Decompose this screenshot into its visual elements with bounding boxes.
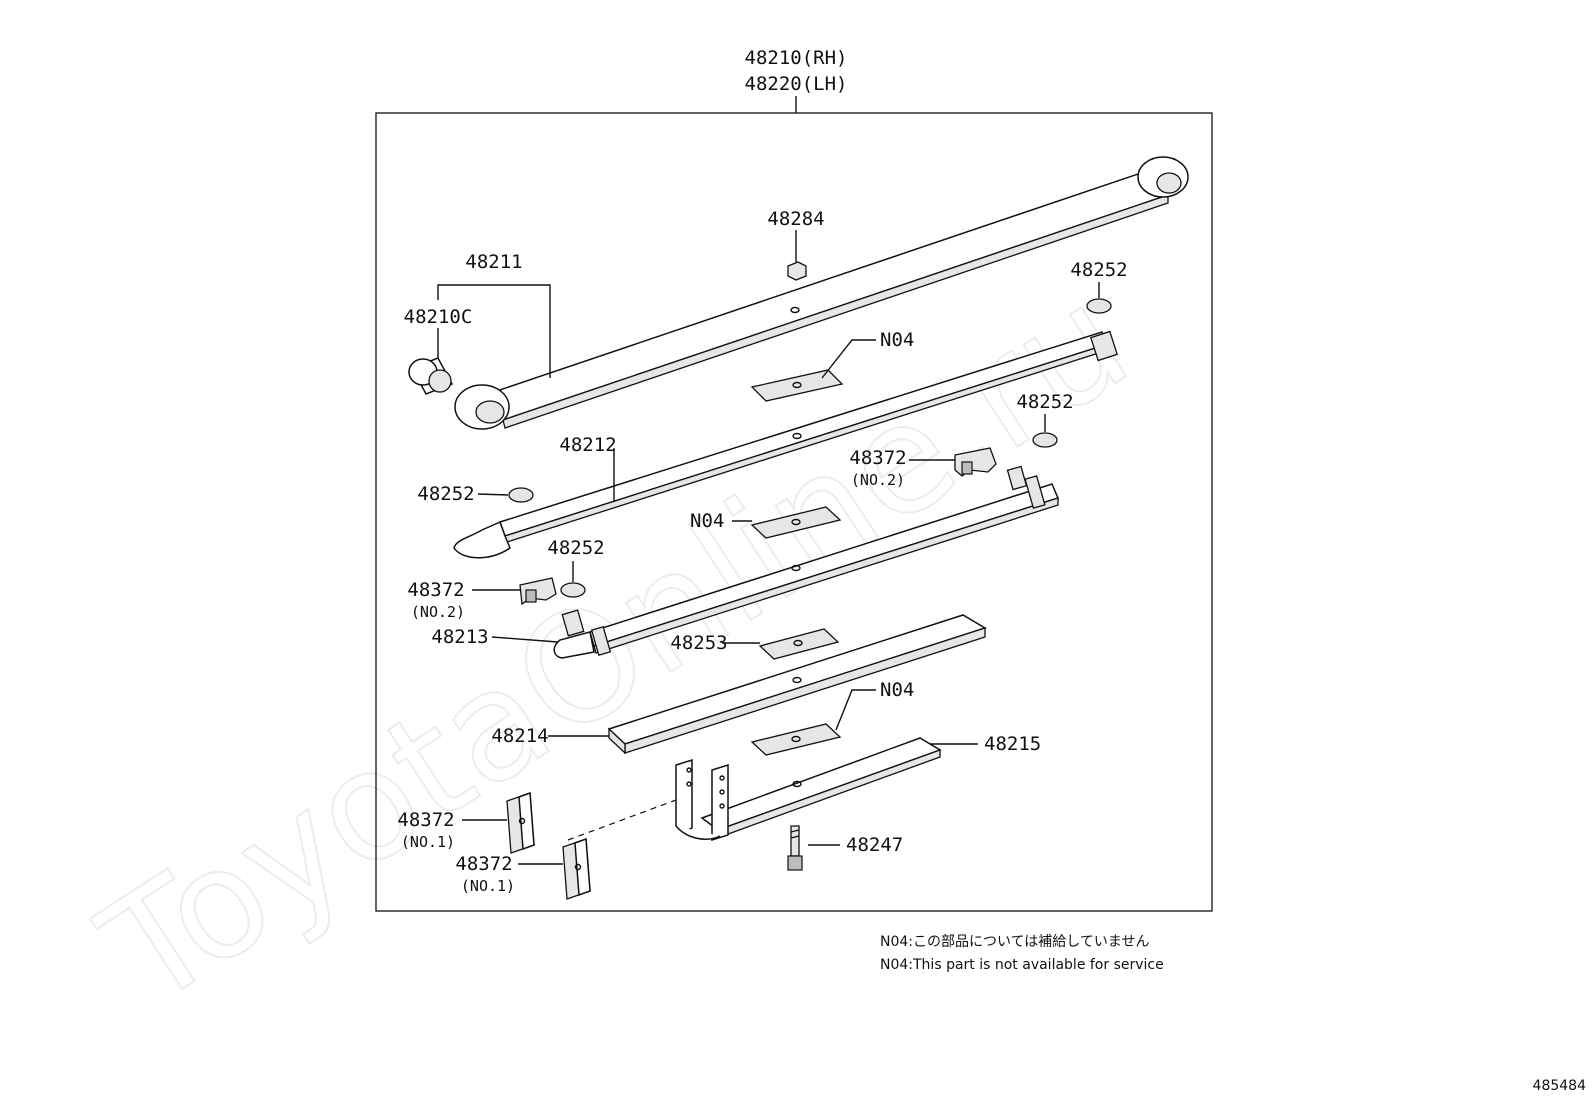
- label-48213: 48213: [431, 626, 488, 648]
- label-48372-no2-left: 48372: [407, 579, 464, 601]
- clip-48372-no1-upper[interactable]: [506, 791, 535, 854]
- cap-48252-left-top[interactable]: [508, 487, 534, 503]
- label-48372-no2-right: 48372: [849, 447, 906, 469]
- bushing-48210c[interactable]: [408, 357, 454, 395]
- label-n04-bottom: N04: [880, 679, 914, 701]
- n04-plate-middle: [750, 506, 842, 539]
- label-48372-no1-lower-sub: (NO.1): [461, 877, 515, 895]
- label-48372-no2-right-sub: (NO.2): [851, 471, 905, 489]
- leaf-48214[interactable]: [607, 614, 987, 755]
- leaf-48212[interactable]: [453, 330, 1119, 559]
- center-nut-48284[interactable]: [787, 261, 807, 281]
- label-48214: 48214: [491, 725, 548, 747]
- cap-48252-right-top[interactable]: [1086, 298, 1112, 314]
- alignment-dashed-line: [567, 799, 677, 841]
- label-48372-no1-upper: 48372: [397, 809, 454, 831]
- leaf-48215[interactable]: [675, 737, 942, 842]
- label-48253: 48253: [670, 632, 727, 654]
- label-n04-middle: N04: [690, 510, 724, 532]
- label-48215: 48215: [984, 733, 1041, 755]
- center-bolt-48247[interactable]: [787, 825, 803, 871]
- pad-48253[interactable]: [758, 628, 840, 660]
- n04-plate-top: [750, 369, 844, 402]
- cap-48252-left-mid[interactable]: [560, 582, 586, 598]
- cap-48252-right-mid[interactable]: [1032, 432, 1058, 448]
- label-48252-right-top: 48252: [1070, 259, 1127, 281]
- label-48211: 48211: [465, 251, 522, 273]
- clip-48372-no1-lower[interactable]: [562, 837, 591, 900]
- leaf-48213[interactable]: [553, 465, 1060, 659]
- assembly-label-rh: 48210(RH): [745, 47, 848, 69]
- label-48252-right-mid: 48252: [1016, 391, 1073, 413]
- n04-plate-bottom: [750, 723, 842, 756]
- assembly-frame: [375, 112, 1213, 912]
- main-leaf-spring[interactable]: [454, 156, 1189, 430]
- figure-id: 485484: [1533, 1078, 1587, 1094]
- label-48372-no1-lower: 48372: [455, 853, 512, 875]
- label-48210c: 48210C: [404, 306, 473, 328]
- label-48212: 48212: [559, 434, 616, 456]
- label-48284: 48284: [767, 208, 824, 230]
- label-48372-no2-left-sub: (NO.2): [411, 603, 465, 621]
- label-48247: 48247: [846, 834, 903, 856]
- label-48372-no1-upper-sub: (NO.1): [401, 833, 455, 851]
- clip-48372-no2-upper[interactable]: [954, 447, 997, 477]
- footnote-japanese: N04:この部品については補給していません: [880, 934, 1149, 950]
- footnote-english: N04:This part is not available for servi…: [880, 957, 1164, 973]
- label-48252-left-top: 48252: [417, 483, 474, 505]
- assembly-label-lh: 48220(LH): [745, 73, 848, 95]
- clip-48372-no2-lower[interactable]: [519, 577, 557, 606]
- label-n04-top: N04: [880, 329, 914, 351]
- label-48252-left-mid: 48252: [547, 537, 604, 559]
